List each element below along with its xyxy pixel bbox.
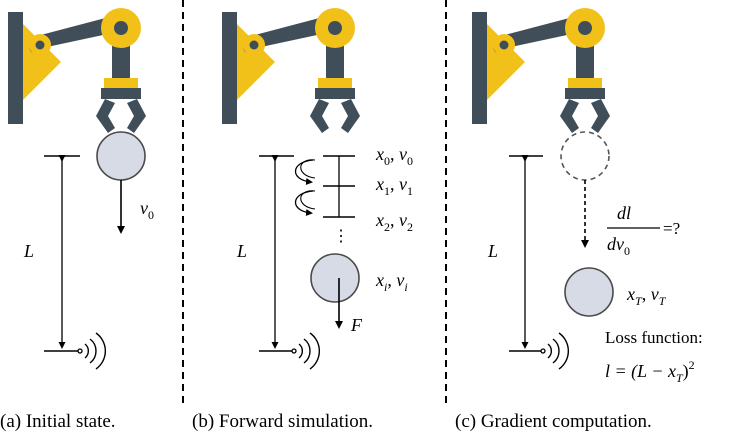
current-state-label: xi, vi bbox=[375, 270, 408, 294]
state-label-1: x1, v1 bbox=[375, 174, 413, 198]
state-label-0: x0, v0 bbox=[375, 144, 413, 168]
robot-arm-icon bbox=[472, 8, 610, 133]
step-arrow-1 bbox=[294, 159, 314, 186]
caption-a: (a) Initial state. bbox=[0, 411, 116, 432]
velocity-label: v0 bbox=[140, 198, 154, 222]
loss-title: Loss function: bbox=[605, 328, 703, 347]
caption-b: (b) Forward simulation. bbox=[192, 411, 373, 432]
sensor-icon bbox=[540, 332, 570, 370]
length-label: L bbox=[487, 241, 498, 261]
sensor-icon bbox=[291, 332, 321, 370]
step-arrow-2 bbox=[294, 190, 314, 217]
loss-formula: l = (L − xT)2 bbox=[605, 358, 695, 385]
length-label: L bbox=[236, 241, 247, 261]
robot-arm-icon bbox=[8, 8, 146, 133]
gradient-denominator: dv0 bbox=[607, 234, 630, 258]
sensor-icon bbox=[77, 332, 107, 370]
robot-arm-icon bbox=[222, 8, 360, 133]
length-label: L bbox=[23, 241, 34, 261]
state-label-2: x2, v2 bbox=[375, 210, 413, 234]
gradient-numerator: dl bbox=[617, 203, 631, 223]
ball-final bbox=[564, 267, 614, 317]
continuation-dots: ⋮ bbox=[333, 228, 349, 245]
step-arrow-1-inner bbox=[300, 159, 316, 179]
ball-current bbox=[310, 253, 360, 303]
panel-c: dl dv0 =? xT, vT Loss function: l = (L −… bbox=[455, 8, 703, 432]
caption-c: (c) Gradient computation. bbox=[455, 411, 652, 432]
panel-b: ⋮ x0, v0 x1, v1 x2, v2 F xi, vi L (b) Fo… bbox=[192, 8, 413, 432]
ball-ghost bbox=[560, 131, 610, 181]
force-label: F bbox=[350, 315, 363, 335]
gradient-equals: =? bbox=[663, 219, 680, 238]
panel-a: v0 L (a) Initial state. bbox=[0, 8, 154, 432]
step-arrow-2-inner bbox=[300, 190, 316, 210]
ball bbox=[96, 131, 146, 181]
final-state-label: xT, vT bbox=[626, 284, 667, 308]
